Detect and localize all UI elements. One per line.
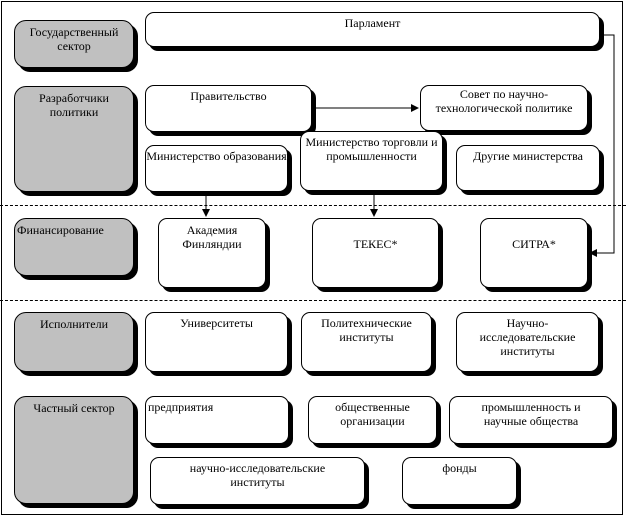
node-industry-scientific-societies: промышленность и научные общества xyxy=(449,396,613,444)
node-government: Правительство xyxy=(145,85,312,132)
node-label: Научно-исследовательские институты xyxy=(479,316,576,358)
node-sitra: СИТРА* xyxy=(480,218,588,288)
node-tekes: ТЕКЕС* xyxy=(312,218,439,288)
node-label: промышленность и научные общества xyxy=(481,400,581,428)
divider-policy-funding xyxy=(0,205,626,206)
node-label: научно-исследовательские институты xyxy=(189,461,326,489)
node-label: ТЕКЕС* xyxy=(353,237,398,251)
node-label: Политехнические институты xyxy=(321,316,412,344)
node-other-ministries: Другие министерства xyxy=(456,145,600,191)
node-public-organizations: общественные организации xyxy=(308,396,437,444)
node-private-research-institutes: научно-исследовательские институты xyxy=(150,457,365,505)
node-universities: Университеты xyxy=(145,312,288,372)
node-ministry-education: Министерство образования xyxy=(145,145,288,192)
category-government-sector: Государственный сектор xyxy=(14,20,134,68)
node-label: Правительство xyxy=(190,89,267,103)
node-parliament: Парламент xyxy=(145,12,600,47)
node-label: общественные организации xyxy=(335,400,410,428)
category-label: Разработчики политики xyxy=(39,91,109,119)
divider-funding-performers xyxy=(0,300,626,301)
node-research-institutes: Научно-исследовательские институты xyxy=(456,312,599,372)
node-label: Университеты xyxy=(180,316,253,330)
node-label: предприятия xyxy=(148,400,214,414)
node-label: Парламент xyxy=(344,16,401,30)
node-label: СИТРА* xyxy=(512,237,556,251)
arrow-parliament-to-sitra xyxy=(589,34,615,257)
node-label: Министерство торговли и промышленности xyxy=(305,135,438,163)
category-funding: Финансирование xyxy=(14,218,134,276)
node-label: Совет по научно-технологической политике xyxy=(435,87,573,115)
node-science-tech-council: Совет по научно-технологической политике xyxy=(420,85,588,131)
node-label: Академия Финляндии xyxy=(182,223,242,251)
node-polytechnics: Политехнические институты xyxy=(301,312,432,372)
category-performers: Исполнители xyxy=(14,312,134,372)
category-private-sector: Частный сектор xyxy=(14,396,134,504)
category-label: Финансирование xyxy=(17,223,104,237)
node-enterprises: предприятия xyxy=(145,396,289,444)
node-label: Министерство образования xyxy=(146,149,287,163)
node-foundations: фонды xyxy=(402,457,517,505)
node-label: фонды xyxy=(442,461,477,475)
node-academy-finland: Академия Финляндии xyxy=(158,218,266,288)
category-label: Частный сектор xyxy=(33,401,115,415)
category-policy-makers: Разработчики политики xyxy=(14,86,134,192)
category-label: Исполнители xyxy=(39,317,109,331)
category-label: Государственный сектор xyxy=(29,25,119,53)
node-label: Другие министерства xyxy=(473,149,583,163)
node-ministry-trade-industry: Министерство торговли и промышленности xyxy=(300,131,443,191)
